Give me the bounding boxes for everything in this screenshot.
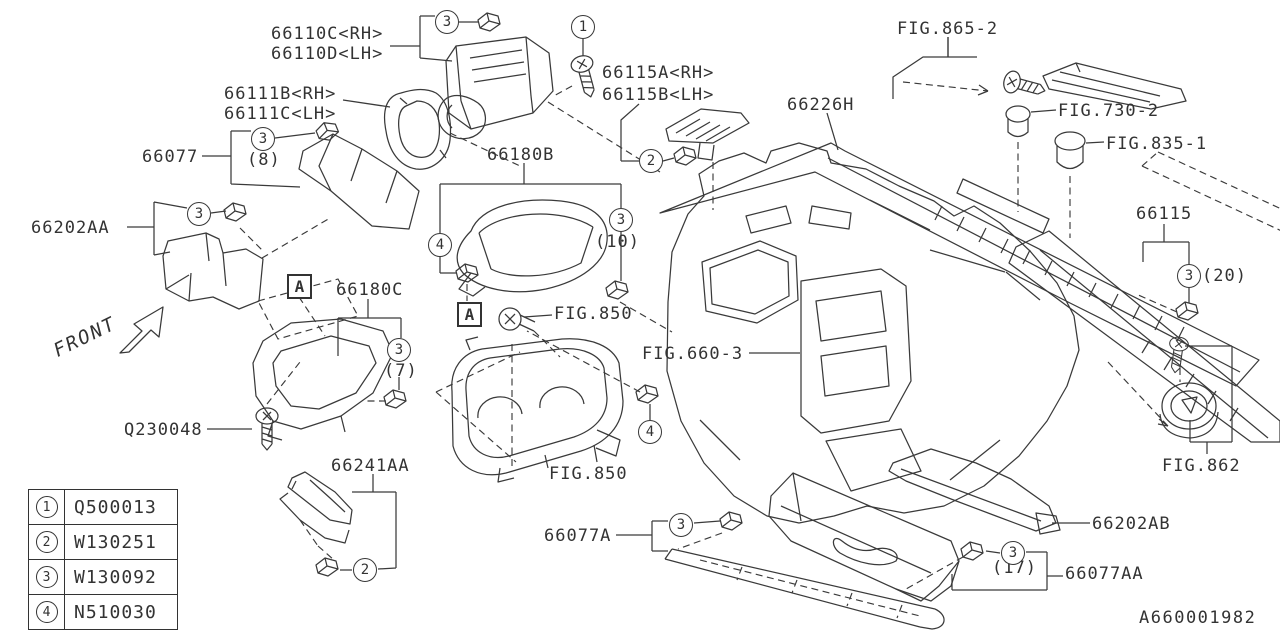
callout-circle-3: 3: [609, 208, 633, 232]
legend-part-number: W130251: [74, 531, 157, 553]
bracket-66202AA: [162, 232, 264, 310]
ref-label-fig-835-1: FIG.835-1: [1106, 134, 1208, 154]
qty-label-20: (20): [1202, 266, 1247, 286]
legend-row: 1 Q500013: [29, 490, 177, 525]
callout-circle-3: 3: [187, 202, 211, 226]
panel-66077: [298, 133, 420, 230]
legend-row: 4 N510030: [29, 595, 177, 629]
callout-circle-3: 3: [1001, 541, 1025, 565]
leader-lines: [127, 15, 1233, 591]
legend-callout-2: 2: [35, 531, 58, 553]
fastener-legend-table: 1 Q500013 2 W130251 3 W130092 4 N510030: [28, 489, 178, 630]
part-label-66110D: 66110D<LH>: [271, 44, 384, 64]
legend-callout-3: 3: [35, 566, 58, 588]
side-vent-66115A: [665, 108, 750, 161]
fig-835-1-grommet: [1054, 131, 1280, 238]
part-label-66111B: 66111B<RH>: [224, 84, 337, 104]
ref-label-fig-660-3: FIG.660-3: [642, 344, 744, 364]
legend-part-number: N510030: [74, 601, 157, 623]
lower-panel-66077AA: [768, 472, 960, 602]
part-label-66202AB: 66202AB: [1092, 514, 1171, 534]
part-label-66115A: 66115A<RH>: [602, 63, 715, 83]
callout-circle-3: 3: [251, 127, 275, 151]
qty-label-8: (8): [247, 150, 281, 170]
ref-label-fig-865-2: FIG.865-2: [897, 19, 999, 39]
pocket-66241AA: [279, 471, 353, 544]
cowl-strip-66115: [1008, 230, 1280, 443]
callout-circle-2: 2: [353, 558, 377, 582]
screw-q500013: [568, 52, 603, 101]
screw-q230048: [255, 407, 279, 451]
part-label-66077: 66077: [142, 147, 199, 167]
detail-marker-a: A: [287, 274, 312, 299]
ref-label-fig-850-top: FIG.850: [554, 304, 633, 324]
meter-visor-66180C: [252, 278, 394, 441]
part-label-66180B: 66180B: [487, 145, 555, 165]
vent-bezel-66111: [383, 88, 452, 170]
box-assy-66110: [437, 36, 554, 140]
callout-circle-3: 3: [435, 10, 459, 34]
legend-part-number: W130092: [74, 566, 157, 588]
callout-circle-1: 1: [571, 15, 595, 39]
legend-callout-4: 4: [35, 601, 58, 623]
part-label-66111C: 66111C<LH>: [224, 104, 337, 124]
ref-label-fig-850-bottom: FIG.850: [549, 464, 628, 484]
front-arrow: [119, 306, 164, 354]
qty-label-17: (17): [992, 558, 1037, 578]
callout-circle-4: 4: [638, 420, 662, 444]
part-label-66226H: 66226H: [787, 95, 855, 115]
part-label-66202AA: 66202AA: [31, 218, 110, 238]
legend-part-number: Q500013: [74, 496, 157, 518]
part-label-66241AA: 66241AA: [331, 456, 410, 476]
ref-label-fig-862: FIG.862: [1162, 456, 1241, 476]
drawing-number: A660001982: [1139, 608, 1257, 628]
qty-label-7: (7): [384, 361, 418, 381]
fig-730-2-clip: [1005, 105, 1031, 212]
part-label-66115: 66115: [1136, 204, 1193, 224]
strip-66077A: [664, 548, 945, 630]
fig-865-2-sensor: [892, 37, 1187, 110]
part-label-66180C: 66180C: [336, 280, 404, 300]
part-label-66115B: 66115B<LH>: [602, 85, 715, 105]
trim-66202AB: [888, 448, 1061, 535]
callout-circle-4: 4: [428, 233, 452, 257]
ref-label-fig-730-2: FIG.730-2: [1058, 101, 1160, 121]
legend-callout-1: 1: [35, 496, 58, 518]
qty-label-10: (10): [595, 232, 640, 252]
part-label-66110C: 66110C<RH>: [271, 24, 384, 44]
detail-marker-a: A: [457, 302, 482, 327]
legend-row: 2 W130251: [29, 525, 177, 560]
part-label-q230048: Q230048: [124, 420, 203, 440]
part-label-66077A: 66077A: [544, 526, 612, 546]
fig-850-screw: [498, 307, 536, 332]
hidden-lines: [239, 85, 1178, 590]
callout-circle-2: 2: [639, 149, 663, 173]
combination-meter: [451, 336, 624, 483]
callout-circle-3: 3: [387, 338, 411, 362]
part-label-66077AA: 66077AA: [1065, 564, 1144, 584]
main-panel-outline: [666, 142, 1080, 524]
callout-circle-3: 3: [1177, 264, 1201, 288]
callout-circle-3: 3: [669, 513, 693, 537]
defroster-strip-66226H: [659, 142, 1260, 387]
legend-row: 3 W130092: [29, 560, 177, 595]
hood-66180B: [456, 199, 608, 297]
